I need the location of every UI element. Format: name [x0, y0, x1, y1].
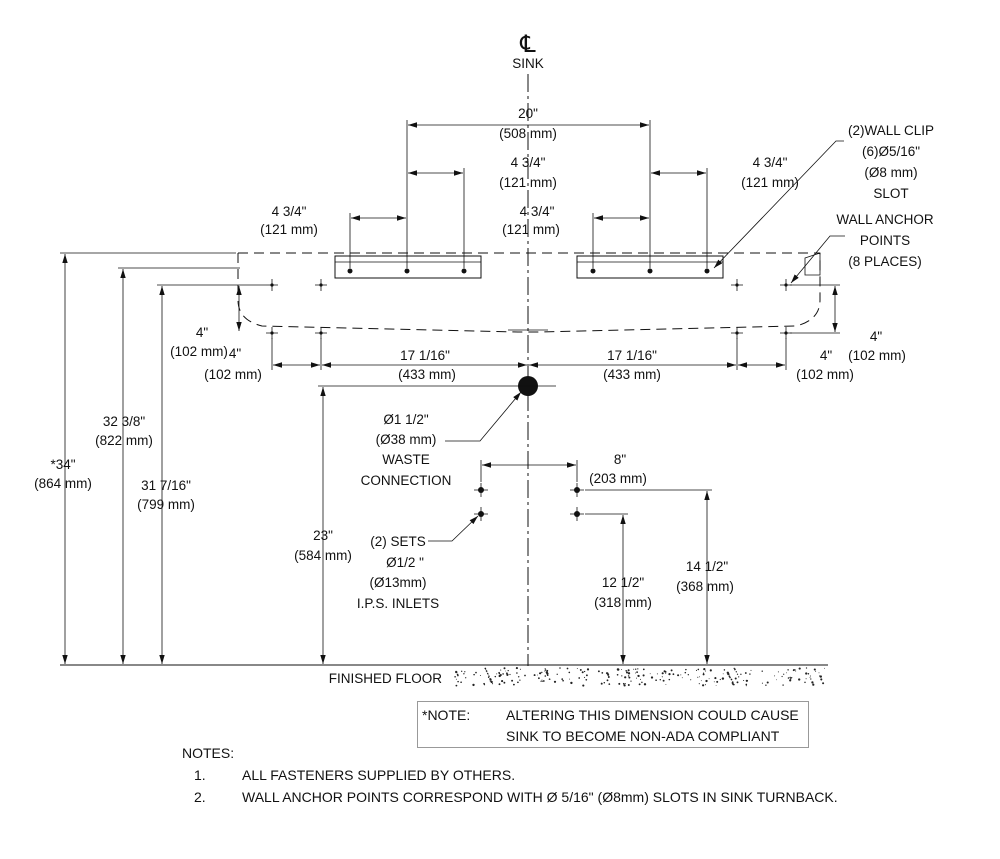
dim-inlet-low-metric: (318 mm)	[594, 595, 652, 610]
dim-anchor-left-span-imperial: 17 1/16"	[400, 348, 450, 363]
inlets-callout-line4: I.P.S. INLETS	[357, 596, 439, 611]
notes-title: NOTES:	[182, 745, 235, 761]
dim-overall-height-imperial: *34"	[50, 457, 75, 472]
dim-anchor-right-span-metric: (433 mm)	[603, 367, 661, 382]
dim-clip-offset-left-metric: (121 mm)	[260, 222, 318, 237]
note-item: 2. WALL ANCHOR POINTS CORRESPOND WITH Ø …	[182, 786, 838, 808]
dim-top-width-imperial: 20"	[518, 106, 538, 121]
dim-anchor-left-offset-imperial: 4"	[229, 346, 242, 361]
dim-clip-spacing-center-metric: (121 mm)	[502, 222, 560, 237]
wall-clip-callout-line2: (6)Ø5/16"	[862, 144, 920, 159]
centerline: ℄ SINK	[512, 31, 544, 668]
dim-clip-spacing-left-imperial: 4 3/4"	[511, 155, 546, 170]
dim-anchor-vertical-metric: (102 mm)	[170, 344, 228, 359]
waste-callout-line1: Ø1 1/2"	[383, 412, 429, 427]
dim-waste-height-metric: (584 mm)	[294, 548, 352, 563]
dim-top-width: 20" (508 mm)	[406, 106, 651, 268]
centerline-symbol: ℄	[519, 31, 536, 58]
dim-clip-height-metric: (799 mm)	[137, 497, 195, 512]
dim-clip-spacing-left-metric: (121 mm)	[499, 175, 557, 190]
dim-inlet-high-metric: (368 mm)	[676, 579, 734, 594]
dim-anchor-left-offset-metric: (102 mm)	[204, 367, 262, 382]
dim-inlet-spacing-imperial: 8"	[614, 452, 627, 467]
wall-anchor-callout-line1: WALL ANCHOR	[836, 212, 934, 227]
ada-note-line2: SINK TO BECOME NON-ADA COMPLIANT	[506, 728, 780, 744]
inlets-callout-line2: Ø1/2 "	[386, 555, 424, 570]
dim-clip-height-imperial: 31 7/16"	[141, 478, 191, 493]
dim-clip-spacing-center: 4 3/4" (121 mm)	[502, 204, 649, 268]
dim-clip-offset-left-imperial: 4 3/4"	[272, 204, 307, 219]
dim-clip-spacing-right-metric: (121 mm)	[741, 175, 799, 190]
dim-anchor-right-vertical-imperial: 4"	[870, 329, 883, 344]
note-text: WALL ANCHOR POINTS CORRESPOND WITH Ø 5/1…	[242, 789, 838, 805]
floor-hatch	[454, 667, 825, 687]
dim-anchor-vertical-left: 4" (102 mm)	[170, 286, 242, 359]
waste-callout-line3: WASTE	[382, 452, 430, 467]
dim-anchor-left-span-metric: (433 mm)	[398, 367, 456, 382]
note-number: 2.	[194, 789, 206, 805]
dim-anchor-right-span-imperial: 17 1/16"	[607, 348, 657, 363]
finished-floor-label: FINISHED FLOOR	[329, 671, 443, 686]
dim-anchor-right-offset-metric: (102 mm)	[796, 367, 854, 382]
wall-anchor-callout: WALL ANCHOR POINTS (8 PLACES)	[790, 212, 934, 284]
ada-note-line1: ALTERING THIS DIMENSION COULD CAUSE	[506, 707, 799, 723]
dim-clip-height: 31 7/16" (799 mm)	[137, 284, 266, 664]
sink-outline	[237, 252, 821, 333]
ada-note-label: *NOTE:	[422, 707, 471, 723]
dim-rim-height-imperial: 32 3/8"	[103, 414, 146, 429]
inlets-callout-line3: (Ø13mm)	[370, 575, 427, 590]
dim-inlet-high-imperial: 14 1/2"	[686, 559, 729, 574]
dim-rim-height: 32 3/8" (822 mm)	[95, 267, 240, 664]
anchor-points	[266, 279, 792, 339]
dim-inlet-low-imperial: 12 1/2"	[602, 575, 645, 590]
wall-clip-callout-line4: SLOT	[873, 186, 908, 201]
dim-top-width-metric: (508 mm)	[499, 126, 557, 141]
wall-anchor-callout-line3: (8 PLACES)	[848, 254, 922, 269]
wall-clip-callout: (2)WALL CLIP (6)Ø5/16" (Ø8 mm) SLOT	[713, 123, 934, 269]
note-item: 1. ALL FASTENERS SUPPLIED BY OTHERS.	[182, 764, 838, 786]
dim-clip-spacing-left: 4 3/4" (121 mm)	[408, 155, 557, 268]
dim-waste-height-imperial: 23"	[313, 528, 333, 543]
dim-anchor-right-vertical-metric: (102 mm)	[848, 348, 906, 363]
note-text: ALL FASTENERS SUPPLIED BY OTHERS.	[242, 767, 516, 783]
note-number: 1.	[194, 767, 206, 783]
dim-clip-offset-left: 4 3/4" (121 mm)	[260, 204, 406, 268]
wall-clip-left	[334, 255, 482, 279]
dim-anchor-vertical-right: 4" (102 mm)	[790, 284, 906, 363]
ada-note-box: *NOTE: ALTERING THIS DIMENSION COULD CAU…	[417, 701, 809, 748]
dim-rim-height-metric: (822 mm)	[95, 433, 153, 448]
dim-anchor-row: 4" (102 mm) 17 1/16" (433 mm) 17 1/16" (…	[204, 338, 854, 382]
dim-clip-spacing-right: 4 3/4" (121 mm)	[651, 155, 799, 268]
wall-clip-callout-line1: (2)WALL CLIP	[848, 123, 934, 138]
inlets-callout-line1: (2) SETS	[370, 534, 426, 549]
waste-callout-line2: (Ø38 mm)	[376, 432, 437, 447]
centerline-label: SINK	[512, 56, 544, 71]
inlets: 8" (203 mm) 12 1/2" (318 mm) 14 1/2" (36…	[357, 452, 734, 664]
waste-callout-line4: CONNECTION	[361, 473, 452, 488]
dim-clip-spacing-center-imperial: 4 3/4"	[520, 204, 555, 219]
dim-overall-height: *34" (864 mm)	[34, 252, 236, 664]
waste-connection: 23" (584 mm) Ø1 1/2" (Ø38 mm) WASTE CONN…	[294, 376, 556, 664]
dim-anchor-right-offset-imperial: 4"	[820, 348, 833, 363]
dim-overall-height-metric: (864 mm)	[34, 476, 92, 491]
dim-clip-spacing-right-imperial: 4 3/4"	[753, 155, 788, 170]
dim-inlet-spacing-metric: (203 mm)	[589, 471, 647, 486]
dim-anchor-vertical-imperial: 4"	[196, 325, 209, 340]
general-notes: NOTES: 1. ALL FASTENERS SUPPLIED BY OTHE…	[182, 742, 838, 808]
finished-floor: FINISHED FLOOR	[60, 664, 828, 688]
wall-clip-callout-line3: (Ø8 mm)	[864, 165, 917, 180]
wall-anchor-callout-line2: POINTS	[860, 233, 910, 248]
